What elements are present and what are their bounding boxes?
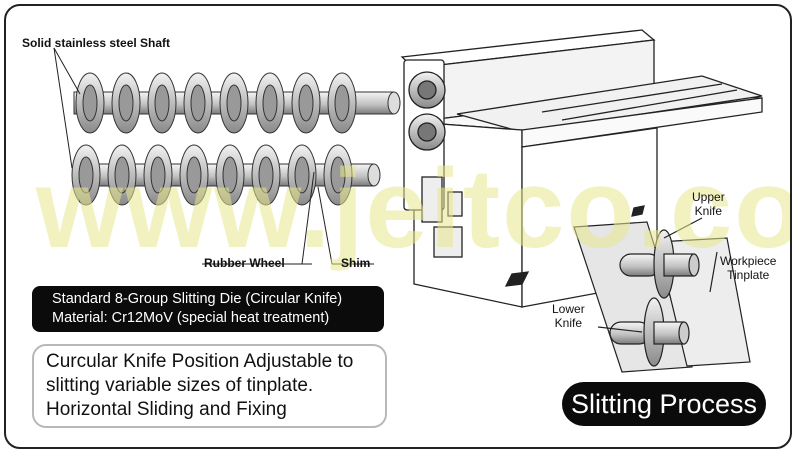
- label-workpiece-line1: Workpiece: [720, 254, 777, 268]
- label-shim: Shim: [341, 256, 371, 270]
- label-workpiece-line2: Tinplate: [727, 268, 770, 282]
- note-line-2: slitting variable sizes of tinplate.: [46, 375, 314, 396]
- label-rubber-wheel: Rubber Wheel: [204, 256, 285, 270]
- slitting-process-title: Slitting Process: [562, 382, 766, 426]
- label-lower-knife-line1: Lower: [552, 302, 585, 316]
- slitting-process-illustration: [573, 217, 751, 373]
- diagram-frame: www.jeitco.com Solid stainless steel Sha…: [4, 4, 792, 449]
- note-line-3: Horizontal Sliding and Fixing: [46, 399, 287, 420]
- label-lower-knife-line2: Knife: [554, 316, 583, 330]
- note-line-1: Curcular Knife Position Adjustable to: [46, 351, 354, 372]
- label-lower-knife: Lower Knife: [552, 302, 585, 330]
- label-shaft: Solid stainless steel Shaft: [22, 36, 171, 50]
- diagram-artwork: [53, 29, 763, 373]
- label-upper-knife-line1: Upper: [692, 190, 725, 204]
- note-box: Curcular Knife Position Adjustable to sl…: [32, 344, 387, 428]
- spec-box: Standard 8-Group Slitting Die (Circular …: [32, 286, 384, 332]
- spec-line-2: Material: Cr12MoV (special heat treatmen…: [52, 310, 330, 326]
- spec-line-1: Standard 8-Group Slitting Die (Circular …: [52, 291, 343, 307]
- knife-roller-assembly-illustration: [53, 47, 401, 265]
- slitting-machine-illustration: [400, 29, 763, 308]
- label-workpiece: Workpiece Tinplate: [720, 254, 776, 282]
- label-upper-knife-line2: Knife: [694, 204, 723, 218]
- label-upper-knife: Upper Knife: [692, 190, 725, 218]
